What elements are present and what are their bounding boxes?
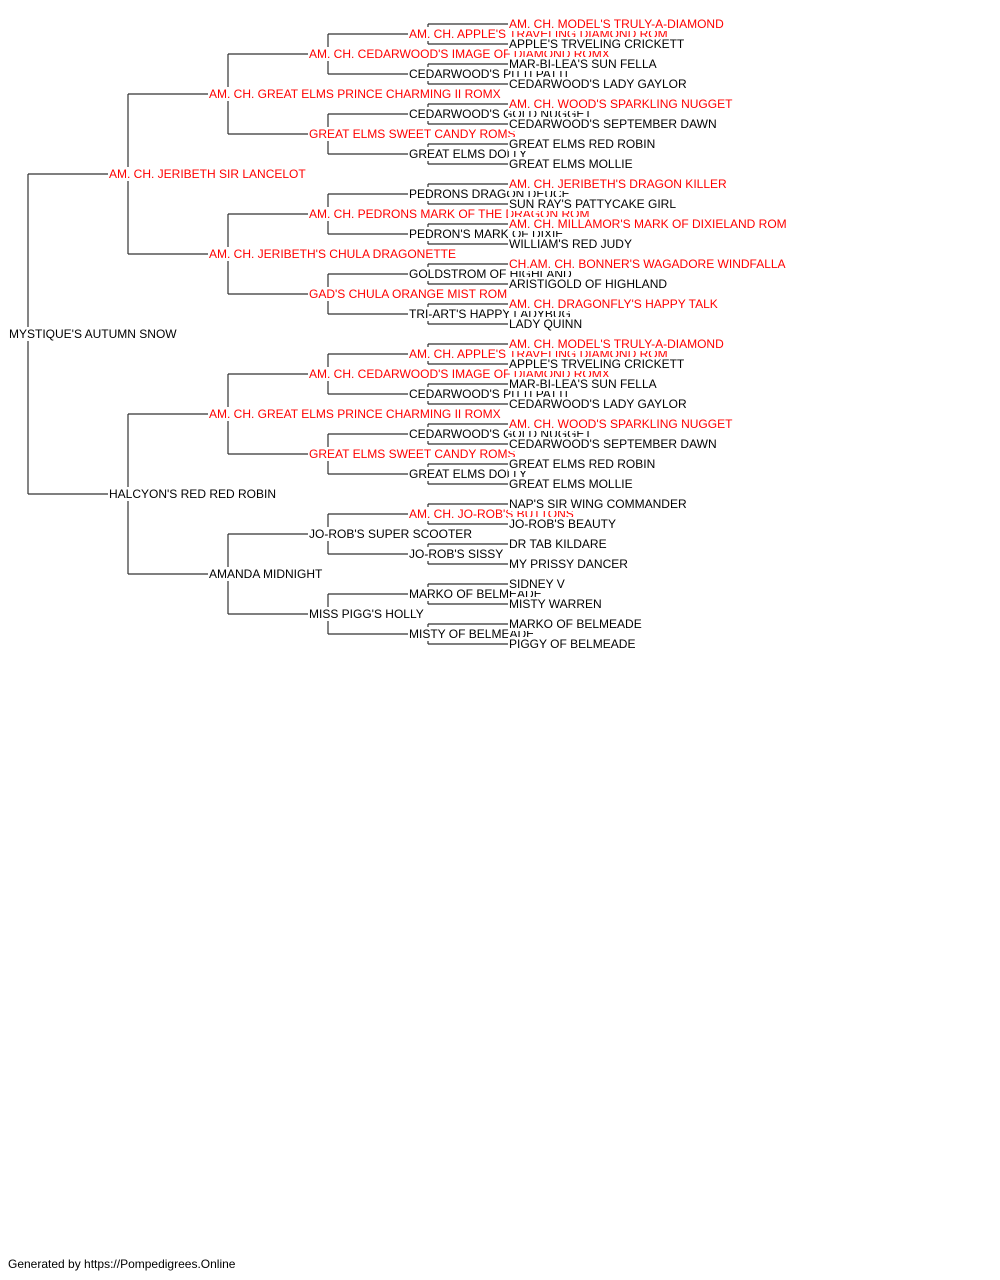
pedigree-name-dam.sire.dam.dam.dam: GREAT ELMS MOLLIE bbox=[508, 477, 634, 491]
pedigree-name-dam.dam.sire: JO-ROB'S SUPER SCOOTER bbox=[308, 527, 473, 541]
pedigree-name-dam.dam.dam.dam.dam: PIGGY OF BELMEADE bbox=[508, 637, 637, 651]
pedigree-name-dam.sire.dam.dam: GREAT ELMS DOLLY bbox=[408, 467, 529, 481]
pedigree-name-sire.sire.dam.dam.sire: GREAT ELMS RED ROBIN bbox=[508, 137, 657, 151]
pedigree-name-sire.dam.sire.dam.sire: AM. CH. MILLAMOR'S MARK OF DIXIELAND ROM bbox=[508, 217, 788, 231]
pedigree-name-dam.sire.sire.sire.sire: AM. CH. MODEL'S TRULY-A-DIAMOND bbox=[508, 337, 725, 351]
pedigree-name-dam.sire.dam: GREAT ELMS SWEET CANDY ROMS bbox=[308, 447, 517, 461]
pedigree-name-sire.sire.dam.sire.sire: AM. CH. WOOD'S SPARKLING NUGGET bbox=[508, 97, 734, 111]
pedigree-name-sire: AM. CH. JERIBETH SIR LANCELOT bbox=[108, 167, 307, 181]
pedigree-name-dam.dam.sire.sire.sire: NAP'S SIR WING COMMANDER bbox=[508, 497, 688, 511]
pedigree-name-sire.sire.dam.dam: GREAT ELMS DOLLY bbox=[408, 147, 529, 161]
pedigree-name-dam: HALCYON'S RED RED ROBIN bbox=[108, 487, 277, 501]
pedigree-name-dam.sire.sire.sire.dam: APPLE'S TRVELING CRICKETT bbox=[508, 357, 686, 371]
pedigree-name-sire.dam.dam: GAD'S CHULA ORANGE MIST ROM bbox=[308, 287, 509, 301]
pedigree-name-dam.dam.sire.dam.sire: DR TAB KILDARE bbox=[508, 537, 608, 551]
pedigree-name-sire.dam.dam.dam.dam: LADY QUINN bbox=[508, 317, 584, 331]
pedigree-name-dam.dam: AMANDA MIDNIGHT bbox=[208, 567, 324, 581]
pedigree-name-sire.sire.sire.sire.dam: APPLE'S TRVELING CRICKETT bbox=[508, 37, 686, 51]
pedigree-name-dam.dam.dam.dam: MISTY OF BELMEADE bbox=[408, 627, 536, 641]
pedigree-name-dam.dam.sire.dam: JO-ROB'S SISSY bbox=[408, 547, 505, 561]
pedigree-name-dam.dam.dam.sire.sire: SIDNEY V bbox=[508, 577, 566, 591]
pedigree-name-dam.sire.sire.dam.dam: CEDARWOOD'S LADY GAYLOR bbox=[508, 397, 688, 411]
pedigree-name-dam.dam.sire.dam.dam: MY PRISSY DANCER bbox=[508, 557, 629, 571]
pedigree-name-dam.sire.dam.sire.dam: CEDARWOOD'S SEPTEMBER DAWN bbox=[508, 437, 718, 451]
pedigree-name-sire.dam.sire.sire.sire: AM. CH. JERIBETH'S DRAGON KILLER bbox=[508, 177, 728, 191]
pedigree-name-sire.dam.sire.sire.dam: SUN RAY'S PATTYCAKE GIRL bbox=[508, 197, 677, 211]
pedigree-name-dam.dam.sire.sire.dam: JO-ROB'S BEAUTY bbox=[508, 517, 617, 531]
pedigree-name-sire.dam.dam.sire.dam: ARISTIGOLD OF HIGHLAND bbox=[508, 277, 669, 291]
pedigree-name-sire.dam.dam.sire.sire: CH.AM. CH. BONNER'S WAGADORE WINDFALLA bbox=[508, 257, 787, 271]
pedigree-name-dam.sire.dam.dam.sire: GREAT ELMS RED ROBIN bbox=[508, 457, 657, 471]
pedigree-name-dam.sire: AM. CH. GREAT ELMS PRINCE CHARMING II RO… bbox=[208, 407, 502, 421]
pedigree-name-sire.dam: AM. CH. JERIBETH'S CHULA DRAGONETTE bbox=[208, 247, 457, 261]
pedigree-name-sire.dam.dam.dam.sire: AM. CH. DRAGONFLY'S HAPPY TALK bbox=[508, 297, 719, 311]
pedigree-name-sire.sire.sire.sire.sire: AM. CH. MODEL'S TRULY-A-DIAMOND bbox=[508, 17, 725, 31]
pedigree-name-dam.dam.dam.sire.dam: MISTY WARREN bbox=[508, 597, 603, 611]
pedigree-name-sire.sire.sire.dam.dam: CEDARWOOD'S LADY GAYLOR bbox=[508, 77, 688, 91]
pedigree-name-sire.sire: AM. CH. GREAT ELMS PRINCE CHARMING II RO… bbox=[208, 87, 502, 101]
pedigree-name-sire.dam.sire.dam.dam: WILLIAM'S RED JUDY bbox=[508, 237, 633, 251]
pedigree-name-dam.sire.dam.sire.sire: AM. CH. WOOD'S SPARKLING NUGGET bbox=[508, 417, 734, 431]
pedigree-name-sire.sire.dam.dam.dam: GREAT ELMS MOLLIE bbox=[508, 157, 634, 171]
pedigree-name-sire.sire.dam.sire.dam: CEDARWOOD'S SEPTEMBER DAWN bbox=[508, 117, 718, 131]
pedigree-name-dam.sire.sire.dam.sire: MAR-BI-LEA'S SUN FELLA bbox=[508, 377, 658, 391]
pedigree-name-dam.dam.dam.dam.sire: MARKO OF BELMEADE bbox=[508, 617, 643, 631]
generated-by-footer: Generated by https://Pompedigrees.Online bbox=[8, 1257, 236, 1271]
pedigree-name-dam.dam.dam: MISS PIGG'S HOLLY bbox=[308, 607, 425, 621]
pedigree-name-sire.sire.dam: GREAT ELMS SWEET CANDY ROMS bbox=[308, 127, 517, 141]
pedigree-name-subject: MYSTIQUE'S AUTUMN SNOW bbox=[8, 327, 178, 341]
pedigree-name-sire.sire.sire.dam.sire: MAR-BI-LEA'S SUN FELLA bbox=[508, 57, 658, 71]
